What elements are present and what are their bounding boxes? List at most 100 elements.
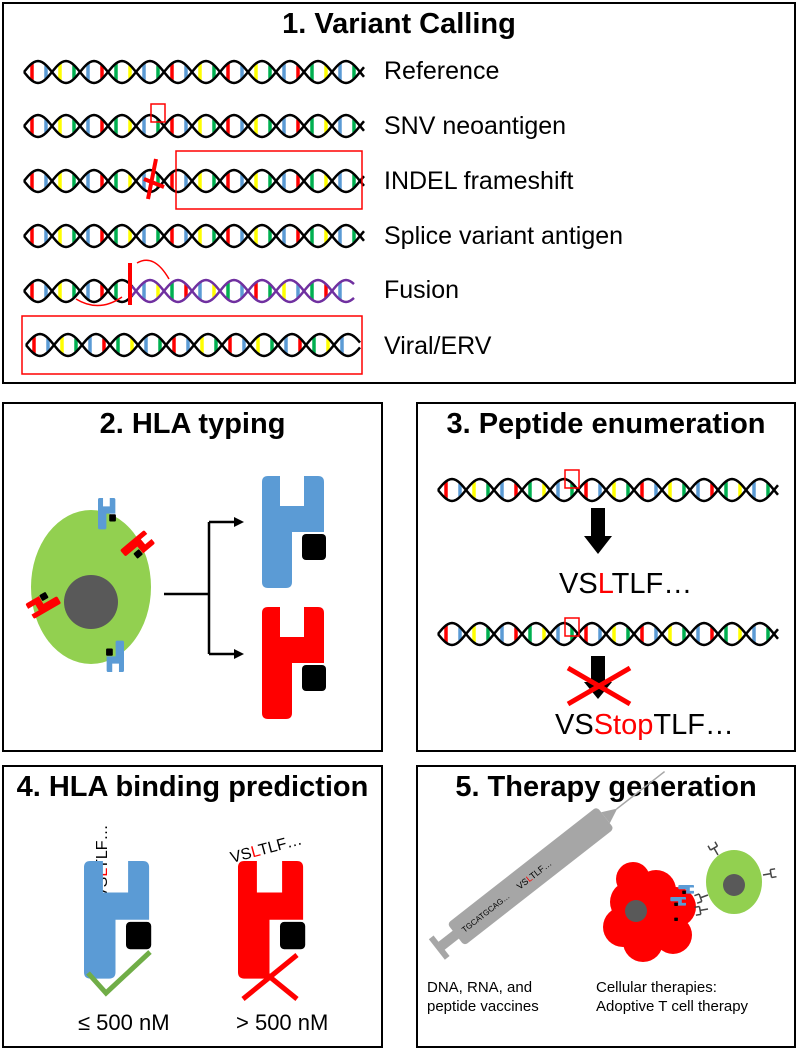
hla-chain bbox=[98, 498, 116, 530]
seq-mutation: L bbox=[597, 568, 612, 600]
frameshift-box bbox=[175, 150, 363, 210]
syringe-icon bbox=[448, 808, 613, 945]
seq-prefix: VS bbox=[559, 568, 598, 600]
dna-strand-fused bbox=[131, 278, 355, 304]
hla-molecule-icon bbox=[84, 861, 152, 979]
dna-helix-icon bbox=[23, 59, 365, 85]
panel-title: 2. HLA typing bbox=[99, 408, 286, 440]
nucleus bbox=[625, 900, 647, 922]
dna-strand bbox=[25, 332, 361, 358]
tumor-cell-icon bbox=[616, 862, 650, 896]
dna-helix-icon bbox=[437, 621, 779, 647]
peptide-square bbox=[280, 921, 306, 950]
peptide-square bbox=[682, 890, 686, 894]
receptor-fork bbox=[762, 868, 777, 879]
panel-peptide-enumeration: 3. Peptide enumeration VSLTLF… VSStopTLF… bbox=[416, 402, 796, 752]
t-cell-receptor bbox=[694, 893, 709, 904]
therapy-generation-graphics: TGCATGCAG… VSLTLF… bbox=[428, 770, 777, 962]
hla-chain bbox=[25, 596, 61, 619]
vaccine-caption: DNA, RNA, and peptide vaccines bbox=[427, 978, 539, 1016]
hla-chain bbox=[120, 530, 155, 557]
t-cell-receptor bbox=[694, 905, 709, 916]
dna-strand bbox=[437, 477, 779, 503]
tumor-cell-icon bbox=[654, 916, 692, 954]
t-cell-receptor bbox=[707, 841, 719, 856]
peptide-square bbox=[302, 665, 326, 691]
row-label-fusion: Fusion bbox=[384, 276, 460, 304]
peptide-sequence-mutant: VSLTLF… bbox=[559, 568, 692, 601]
arrowhead bbox=[234, 517, 244, 527]
arrow-icon bbox=[591, 656, 605, 684]
hla-molecule-icon bbox=[262, 607, 326, 719]
cell-caption-line: Cellular therapies: bbox=[596, 979, 717, 996]
row-label-indel: INDEL frameshift bbox=[384, 167, 574, 195]
syringe-parts bbox=[428, 770, 666, 960]
receptor-fork bbox=[707, 841, 719, 856]
fusion-arrow bbox=[75, 296, 123, 307]
panel-variant-calling: 1. Variant Calling Reference SNV neoanti… bbox=[2, 2, 796, 384]
seq-stop: Stop bbox=[593, 709, 654, 741]
dna-helix-icon bbox=[437, 477, 779, 503]
indel-mark bbox=[143, 177, 165, 189]
fusion-arrow bbox=[136, 259, 170, 280]
peptide-square bbox=[126, 921, 152, 950]
dna-strand bbox=[23, 223, 365, 249]
hla-chain bbox=[262, 607, 324, 719]
hla-chain bbox=[262, 476, 324, 588]
panel-hla-typing: 2. HLA typing bbox=[2, 402, 383, 752]
syringe-tip bbox=[601, 808, 618, 824]
hla-typing-graphics bbox=[25, 476, 326, 719]
cell-therapy-caption: Cellular therapies: Adoptive T cell ther… bbox=[596, 978, 748, 1016]
cross-icon bbox=[241, 953, 299, 1001]
panel-title: 1. Variant Calling bbox=[282, 8, 516, 40]
panel-therapy-generation: 5. Therapy generation TGCATGCAG… VSLTLF…… bbox=[416, 765, 796, 1048]
receptor-fork bbox=[694, 893, 709, 904]
hla-molecule-icon bbox=[106, 640, 124, 672]
tumor-cell-icon bbox=[623, 922, 663, 962]
binding-threshold-bad: > 500 nM bbox=[236, 1010, 329, 1035]
dna-strand bbox=[23, 168, 365, 194]
syringe-plunger bbox=[436, 929, 461, 951]
peptide-sequence-stop: VSStopTLF… bbox=[555, 709, 734, 742]
row-label-reference: Reference bbox=[384, 57, 500, 85]
arrow-icon bbox=[591, 508, 605, 538]
seq-suffix: TLF… bbox=[653, 709, 734, 741]
dna-strand bbox=[23, 278, 133, 304]
peptide-square bbox=[106, 648, 113, 656]
hla-molecule-icon bbox=[262, 476, 326, 588]
hla-molecule-icon bbox=[25, 592, 61, 619]
hla-chain bbox=[106, 640, 124, 672]
dna-strand bbox=[23, 59, 365, 85]
t-cell-receptor bbox=[762, 868, 777, 879]
vaccine-caption-line: peptide vaccines bbox=[427, 998, 539, 1015]
dna-helix-icon bbox=[23, 113, 365, 139]
binding-threshold-good: ≤ 500 nM bbox=[78, 1010, 170, 1035]
row-label-snv: SNV neoantigen bbox=[384, 112, 567, 140]
hla-chain bbox=[84, 861, 150, 979]
cross-icon bbox=[566, 665, 632, 707]
peptide-enumeration-graphics bbox=[437, 469, 779, 707]
check-icon bbox=[86, 950, 152, 997]
panel-title: 4. HLA binding prediction bbox=[16, 771, 369, 803]
dna-strand-fused bbox=[131, 278, 355, 304]
arrowhead bbox=[584, 682, 612, 699]
dna-strand bbox=[23, 278, 133, 304]
nucleus bbox=[723, 874, 745, 896]
indel-mark bbox=[146, 158, 158, 200]
peptide-square bbox=[674, 917, 678, 921]
variant-calling-graphics bbox=[21, 59, 365, 375]
cell-caption-line: Adoptive T cell therapy bbox=[596, 998, 749, 1015]
dna-helix-icon bbox=[23, 168, 365, 194]
mutation-highlight-box bbox=[564, 617, 580, 637]
hla-molecule-icon bbox=[120, 530, 155, 559]
dna-strand bbox=[23, 113, 365, 139]
peptide-square bbox=[302, 534, 326, 560]
seq-suffix: TLF… bbox=[611, 568, 693, 600]
vaccine-caption-line: DNA, RNA, and bbox=[427, 979, 533, 996]
nucleus bbox=[64, 575, 118, 629]
dna-strand bbox=[437, 621, 779, 647]
hla-binding-graphics: VSLTLF… VSLTLF… bbox=[84, 824, 306, 1001]
syringe-handle bbox=[428, 935, 450, 960]
snv-highlight-box bbox=[150, 103, 166, 123]
arrowhead bbox=[234, 649, 244, 659]
